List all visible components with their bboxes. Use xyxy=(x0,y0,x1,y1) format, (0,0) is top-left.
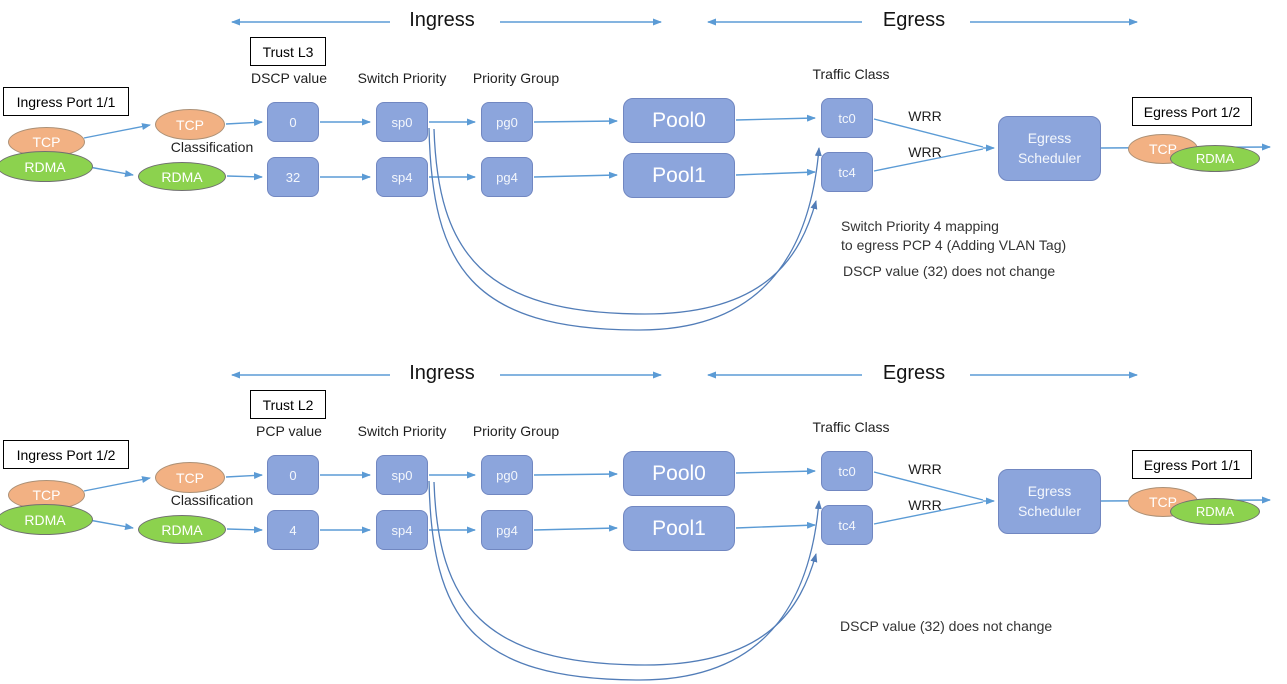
tc-node-0: tc0 xyxy=(821,451,873,491)
connector-layer xyxy=(83,18,1271,331)
sp-to-tc-curve xyxy=(433,481,818,666)
sp-to-tc-curve xyxy=(428,127,822,331)
egress-section-header: Egress xyxy=(882,9,946,31)
tc-node-0: tc0 xyxy=(821,98,873,138)
classification-label: Classification xyxy=(170,139,254,155)
flow-arrow xyxy=(225,118,263,126)
pool-node-0: Pool0 xyxy=(623,98,735,143)
classified-ellipse-rdma: RDMA xyxy=(138,162,226,191)
switch-priority-column-label: Switch Priority xyxy=(357,70,447,86)
sp-to-tc-curve xyxy=(428,480,822,681)
flow-arrow xyxy=(83,476,151,492)
flow-arrow xyxy=(533,171,618,179)
pg-node-0: pg0 xyxy=(481,102,533,142)
wrr-label-0: WRR xyxy=(908,108,942,124)
wrr-label-1: WRR xyxy=(908,144,942,160)
port-flow-ellipse-rdma: RDMA xyxy=(0,504,93,535)
switch-priority-column-label: Switch Priority xyxy=(357,423,447,439)
pg-node-1: pg4 xyxy=(481,510,533,550)
flow-arrow xyxy=(88,519,134,531)
value-node-1: 4 xyxy=(267,510,319,550)
note-line: DSCP value (32) does not change xyxy=(840,618,1053,634)
pool-node-1: Pool1 xyxy=(623,153,735,198)
diagram-trust-l3: Ingress Egress Trust L3 DSCP value Switc… xyxy=(0,9,1271,331)
tc-node-1: tc4 xyxy=(821,152,873,192)
sp-node-0: sp0 xyxy=(376,102,428,142)
ingress-port-label-box: Ingress Port 1/2 xyxy=(3,440,129,469)
flow-arrow xyxy=(533,117,618,125)
port-flow-ellipse-rdma: RDMA xyxy=(0,151,93,182)
classified-ellipse-tcp: TCP xyxy=(155,462,225,493)
egress-section-header: Egress xyxy=(882,362,946,384)
classification-label: Classification xyxy=(170,492,254,508)
value-node-0: 0 xyxy=(267,455,319,495)
diagram-trust-l2: Ingress Egress Trust L2 PCP value Switch… xyxy=(0,353,1287,684)
flow-arrow xyxy=(226,173,263,181)
wrr-link-tc0 xyxy=(873,118,984,148)
flow-arrow xyxy=(88,166,134,178)
priority-group-column-label: Priority Group xyxy=(472,70,560,86)
value-node-0: 0 xyxy=(267,102,319,142)
traffic-class-column-label: Traffic Class xyxy=(812,66,890,82)
flow-arrow xyxy=(735,168,816,176)
sp-to-tc-curve xyxy=(433,128,818,315)
sp-node-0: sp0 xyxy=(376,455,428,495)
sp-node-1: sp4 xyxy=(376,157,428,197)
tc-node-1: tc4 xyxy=(821,505,873,545)
value-node-1: 32 xyxy=(267,157,319,197)
sp-node-1: sp4 xyxy=(376,510,428,550)
value-column-label: PCP value xyxy=(256,423,322,439)
trust-mode-box: Trust L3 xyxy=(250,37,326,66)
flow-arrow xyxy=(735,467,816,475)
note-line: DSCP value (32) does not change xyxy=(843,263,1056,279)
egress-scheduler-node: Egress Scheduler xyxy=(998,469,1101,534)
pg-node-0: pg0 xyxy=(481,455,533,495)
egress-port-label-box: Egress Port 1/1 xyxy=(1132,450,1252,479)
wrr-link-tc0 xyxy=(873,471,984,501)
egress-flow-ellipse-rdma: RDMA xyxy=(1170,498,1260,525)
flow-arrow xyxy=(533,524,618,532)
flow-arrow xyxy=(225,471,263,479)
traffic-class-column-label: Traffic Class xyxy=(812,419,890,435)
egress-scheduler-node: Egress Scheduler xyxy=(998,116,1101,181)
flow-arrow xyxy=(226,526,263,534)
ingress-section-header: Ingress xyxy=(409,9,475,31)
egress-port-label-box: Egress Port 1/2 xyxy=(1132,97,1252,126)
ingress-section-header: Ingress xyxy=(409,362,475,384)
flow-arrow xyxy=(735,521,816,529)
wrr-label-0: WRR xyxy=(908,461,942,477)
trust-mode-box: Trust L2 xyxy=(250,390,326,419)
wrr-label-1: WRR xyxy=(908,497,942,513)
classified-ellipse-tcp: TCP xyxy=(155,109,225,140)
flow-arrow xyxy=(83,123,151,139)
wrr-link-tc4 xyxy=(873,148,984,172)
value-column-label: DSCP value xyxy=(250,70,327,86)
note-line: Switch Priority 4 mapping xyxy=(841,218,999,234)
egress-flow-ellipse-rdma: RDMA xyxy=(1170,145,1260,172)
classified-ellipse-rdma: RDMA xyxy=(138,515,226,544)
flow-arrow xyxy=(533,470,618,478)
pool-node-0: Pool0 xyxy=(623,451,735,496)
wrr-link-tc4 xyxy=(873,501,984,525)
note-line: to egress PCP 4 (Adding VLAN Tag) xyxy=(841,237,1067,253)
pool-node-1: Pool1 xyxy=(623,506,735,551)
connector-layer xyxy=(83,371,1271,681)
ingress-port-label-box: Ingress Port 1/1 xyxy=(3,87,129,116)
priority-group-column-label: Priority Group xyxy=(472,423,560,439)
pg-node-1: pg4 xyxy=(481,157,533,197)
flow-arrow xyxy=(735,114,816,122)
